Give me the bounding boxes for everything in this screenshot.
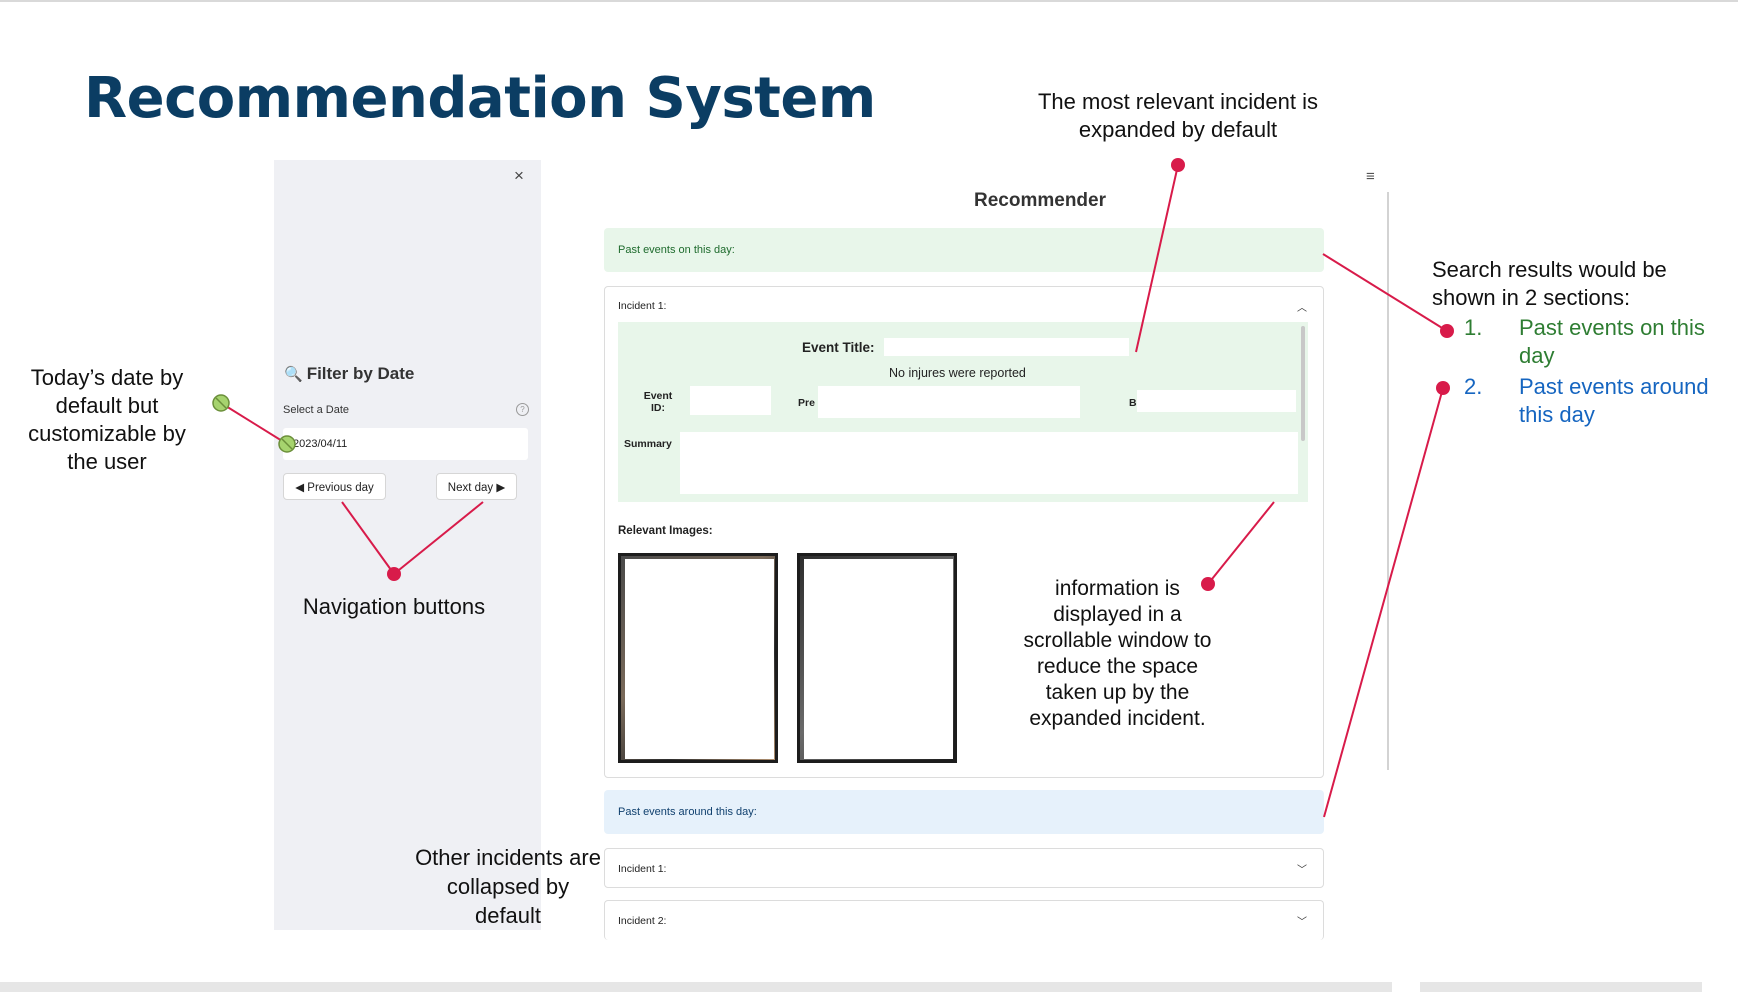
sidebar: [274, 160, 541, 930]
annotation-most-relevant: The most relevant incident is expanded b…: [1037, 89, 1319, 142]
bottom-bar-right: [1420, 982, 1702, 992]
page-scrollbar[interactable]: [1387, 192, 1389, 770]
annotation-navigation: Navigation buttons: [302, 594, 486, 619]
pre-value: [818, 386, 1080, 418]
incident-image-2: [797, 553, 957, 763]
relevant-images-label: Relevant Images:: [618, 525, 713, 537]
injury-text: No injures were reported: [889, 366, 1026, 380]
callout-dot-section1: [1440, 324, 1454, 338]
incident-label[interactable]: Incident 1:: [618, 300, 667, 312]
past-events-around-this-day-banner: Past events around this day:: [604, 790, 1324, 834]
next-day-button[interactable]: Next day ▶: [436, 473, 517, 500]
chevron-up-icon[interactable]: ︿: [1297, 303, 1307, 314]
summary-label: Summary: [624, 438, 672, 450]
chevron-down-icon[interactable]: ﹀: [1297, 917, 1307, 928]
previous-day-button[interactable]: ◀ Previous day: [283, 473, 386, 500]
bottom-bar: [0, 982, 1392, 992]
pre-label: Pre: [798, 397, 815, 409]
list-item-number: 2.: [1464, 374, 1483, 399]
annotation-today-date: Today’s date by default but customizable…: [28, 365, 186, 474]
filter-by-date-heading: 🔍Filter by Date: [284, 364, 414, 384]
chevron-down-icon[interactable]: ﹀: [1297, 865, 1307, 876]
section2-label: Past events around this day:: [618, 806, 757, 818]
filter-title-text: Filter by Date: [306, 364, 415, 383]
b-label: B: [1129, 397, 1137, 409]
incident-label[interactable]: Incident 2:: [618, 915, 667, 927]
callout-line-section2: [1323, 387, 1444, 818]
annotation-other-incidents: Other incidents are collapsed by default: [415, 845, 601, 928]
incident-expander-collapsed[interactable]: Incident 2: ﹀: [604, 900, 1324, 940]
list-item-text: Past events around this day: [1519, 374, 1709, 427]
list-item-number: 1.: [1464, 315, 1483, 340]
section1-label: Past events on this day:: [618, 244, 735, 256]
app-title: Recommender: [974, 190, 1106, 211]
event-title-value: [884, 338, 1129, 356]
top-rule: [0, 0, 1738, 2]
summary-value: [680, 432, 1298, 494]
past-events-on-this-day-banner: Past events on this day:: [604, 228, 1324, 272]
magnifier-icon: 🔍: [284, 366, 303, 383]
callout-dot-section2: [1436, 381, 1450, 395]
callout-line-section1: [1322, 253, 1448, 332]
incident-image-1: [618, 553, 778, 763]
close-icon[interactable]: ×: [514, 166, 524, 185]
select-date-label: Select a Date: [283, 404, 350, 416]
incident-label[interactable]: Incident 1:: [618, 863, 667, 875]
event-id-value: [690, 386, 771, 415]
list-item-text: Past events on this day: [1519, 315, 1705, 368]
event-title-label: Event Title:: [802, 340, 875, 355]
hamburger-menu-icon[interactable]: ≡: [1366, 168, 1375, 185]
annotation-scrollable: information is displayed in a scrollable…: [1023, 577, 1212, 730]
event-id-label: Event ID:: [643, 390, 673, 414]
incident-expander-collapsed[interactable]: Incident 1: ﹀: [604, 848, 1324, 888]
annotation-search-results: Search results would be shown in 2 secti…: [1432, 257, 1667, 310]
callout-dot-relevant: [1171, 158, 1185, 172]
scroll-window-scrollbar[interactable]: [1301, 326, 1305, 441]
callout-dot-date-start: [212, 394, 230, 412]
b-value: [1137, 390, 1296, 412]
help-icon[interactable]: ?: [516, 403, 529, 416]
slide-title: Recommendation System: [84, 66, 876, 131]
date-input[interactable]: [283, 428, 528, 460]
